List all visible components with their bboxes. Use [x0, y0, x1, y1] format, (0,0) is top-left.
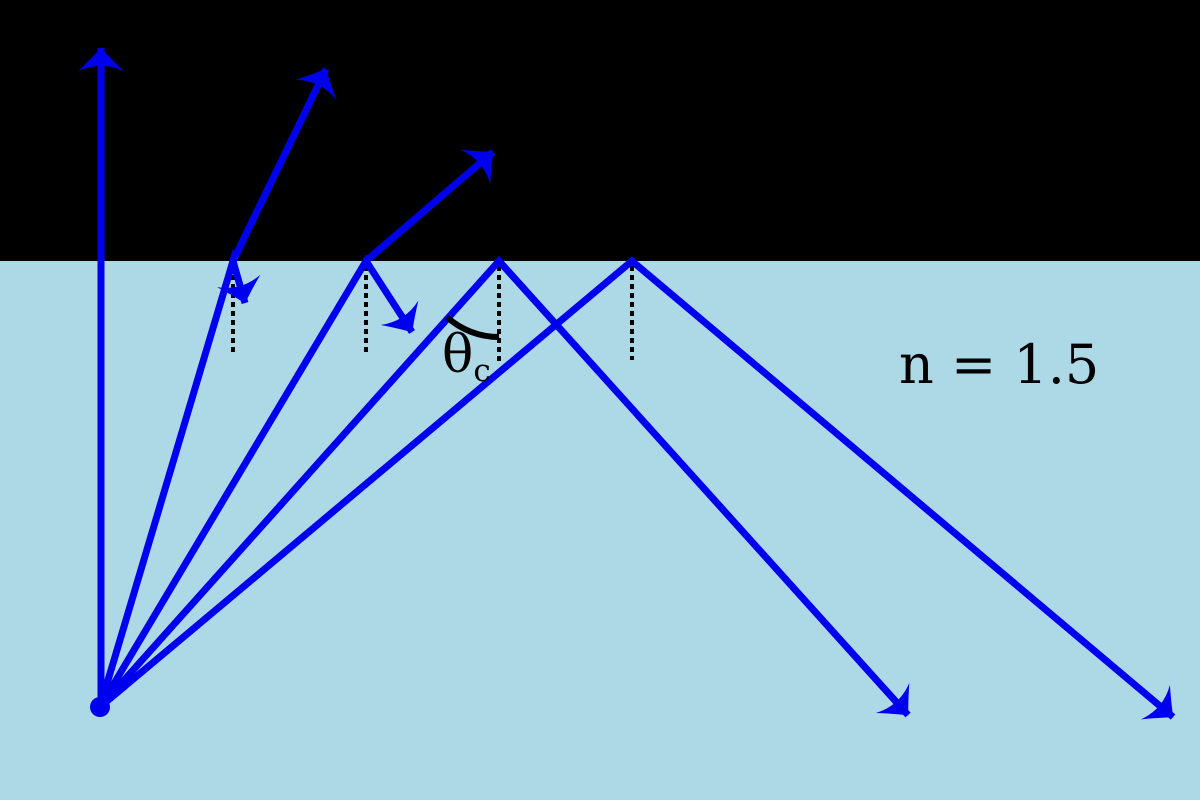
- critical-angle-arc-group: [445, 314, 500, 340]
- theta-symbol: θ: [442, 325, 473, 385]
- ray4-incident-and-total-internal-reflection: [97, 256, 1176, 720]
- light-source-point: [90, 697, 110, 717]
- ray2-refracted: [363, 149, 496, 264]
- ray3-critical-incident-and-reflection: [97, 255, 911, 718]
- ray1-refracted: [229, 67, 337, 263]
- critical-angle-arc: [445, 314, 500, 340]
- interface-normals: [231, 266, 634, 363]
- refractive-index-label: n = 1.5: [899, 333, 1099, 396]
- critical-angle-label: θc: [442, 325, 491, 389]
- theta-subscript: c: [473, 353, 490, 389]
- upper-medium-region: [0, 0, 1200, 261]
- marks: [90, 697, 110, 717]
- light-rays: [78, 47, 1176, 720]
- lower-medium-region: [0, 261, 1200, 800]
